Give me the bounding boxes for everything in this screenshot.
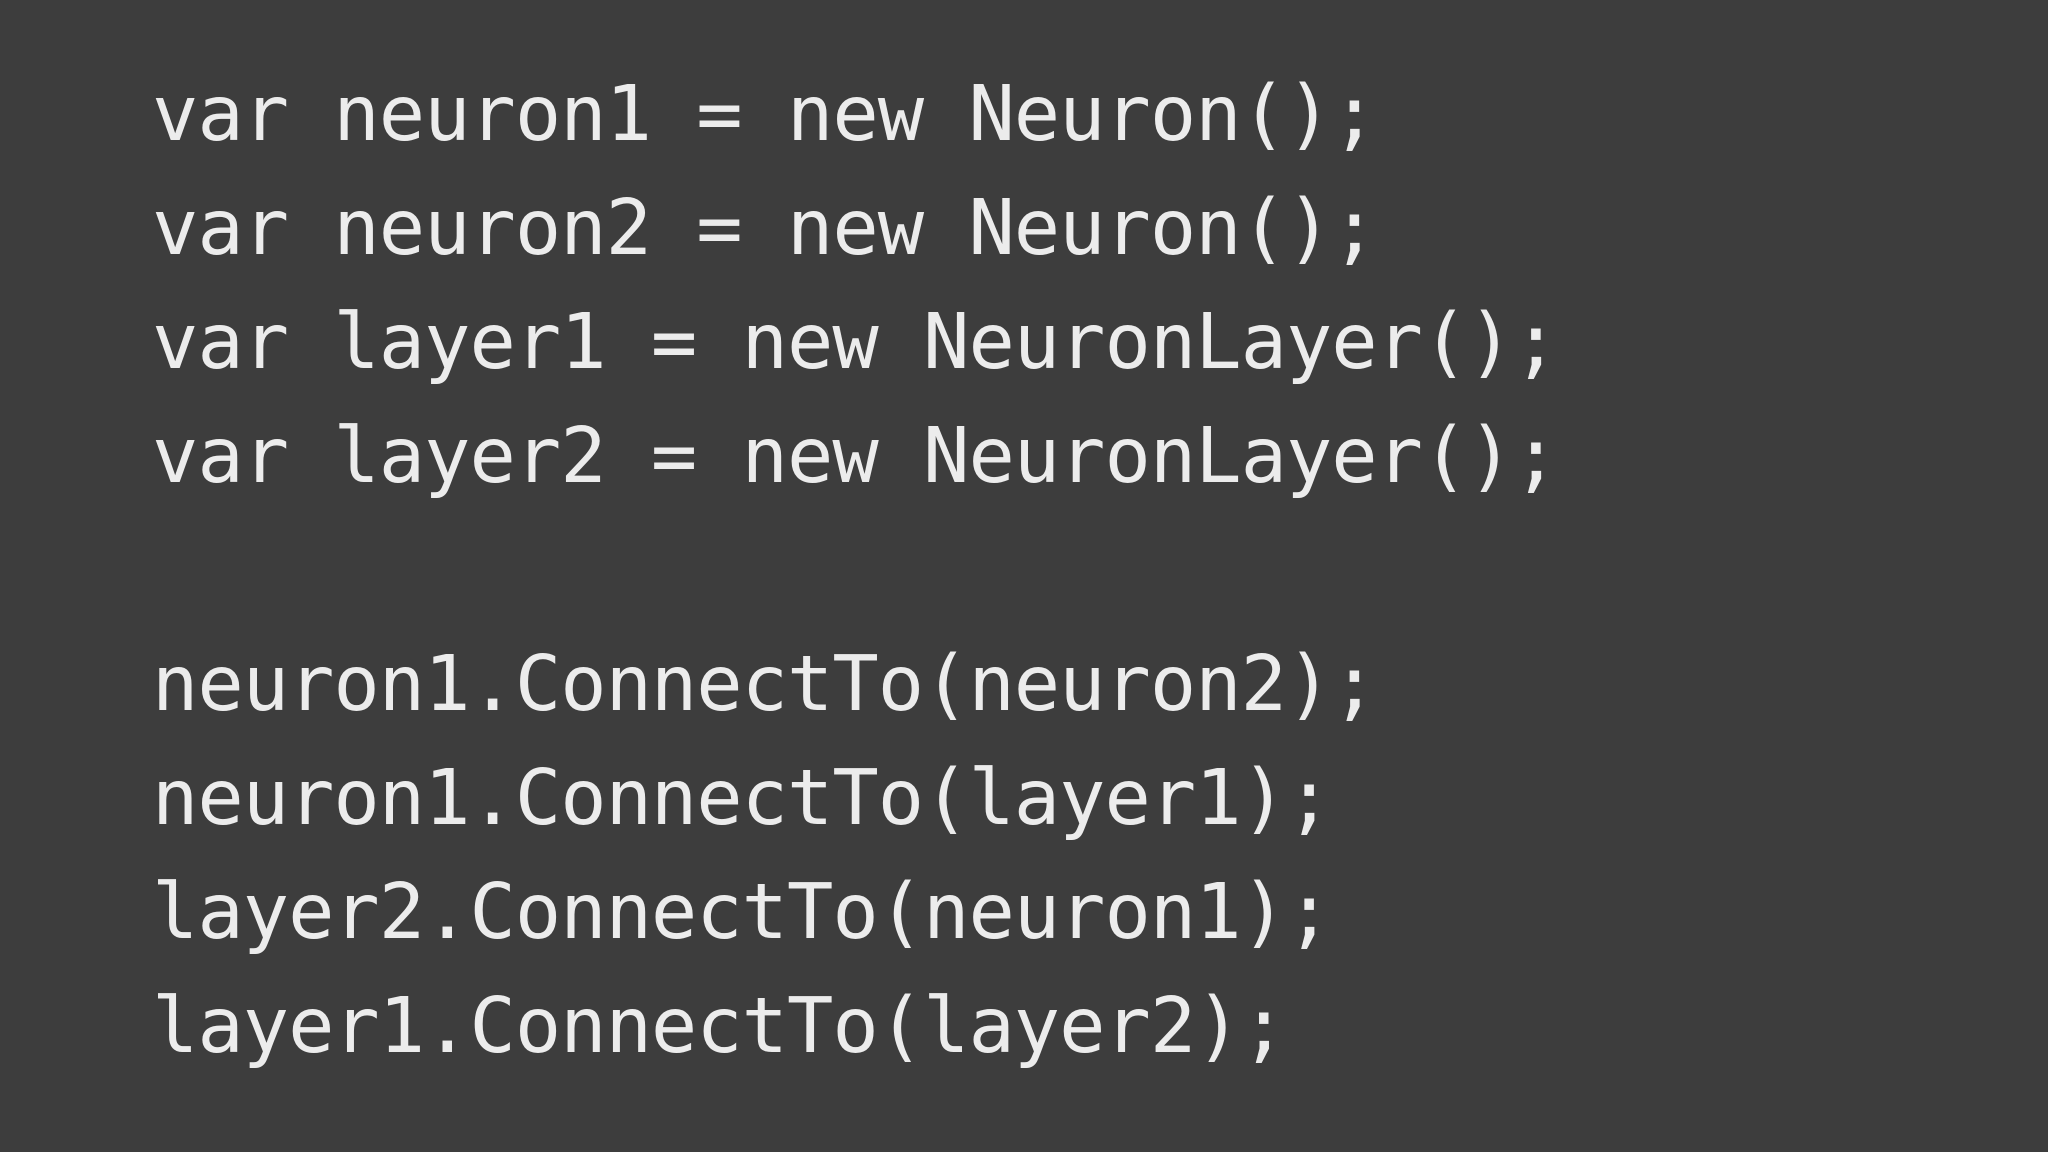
code-line: layer1.ConnectTo(layer2); [152,982,1287,1071]
code-line: var neuron1 = new Neuron(); [152,70,1378,159]
code-line: var layer1 = new NeuronLayer(); [152,298,1559,387]
code-line: var neuron2 = new Neuron(); [152,184,1378,273]
code-line: neuron1.ConnectTo(layer1); [152,754,1332,843]
code-line: layer2.ConnectTo(neuron1); [152,868,1332,957]
code-line: neuron1.ConnectTo(neuron2); [152,640,1378,729]
code-block: var neuron1 = new Neuron(); var neuron2 … [152,58,1912,1084]
code-line-blank [152,514,1912,628]
code-line: var layer2 = new NeuronLayer(); [152,412,1559,501]
